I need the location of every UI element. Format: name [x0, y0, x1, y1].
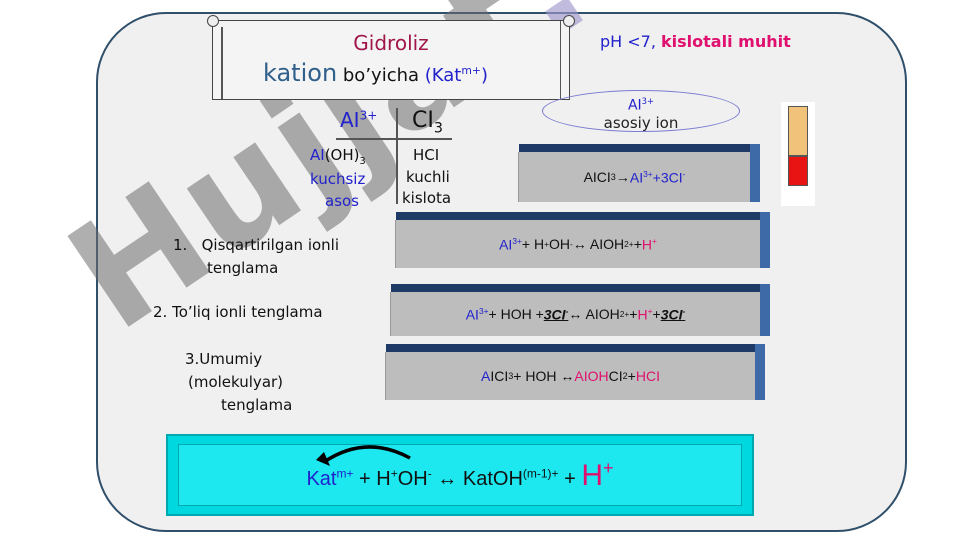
general-equation: Katm+ + H+OH- ↔ KatOH(m-1)+ + H+	[306, 458, 614, 492]
table-divider-vertical	[396, 108, 398, 204]
table-acid-formula: HCI	[413, 146, 440, 164]
table-head-cation: AI3+	[340, 108, 378, 132]
step3-label: 3.Umumiy	[185, 350, 263, 368]
step3-label-end: tenglama	[221, 396, 293, 414]
general-equation-box: Katm+ + H+OH- ↔ KatOH(m-1)+ + H+	[166, 434, 754, 516]
step3-label-cont: (molekulyar)	[188, 373, 284, 391]
title-gidroliz: Gidroliz	[353, 31, 429, 55]
indicator-top	[788, 106, 808, 156]
ph-label: pH <7, kislotali muhit	[600, 32, 791, 51]
curved-arrow-icon-large	[316, 445, 411, 466]
table-base-strength: kuchsiz	[310, 170, 366, 188]
step2-label: 2. To’liq ionli tenglama	[153, 303, 323, 321]
table-acid-type: kislota	[402, 189, 452, 207]
title-kation: kation bo’yicha (Katm+)	[263, 59, 488, 87]
title-scroll: Gidroliz kation bo’yicha (Katm+)	[207, 15, 575, 100]
scroll-roll-right	[559, 21, 561, 99]
table-acid-strength: kuchli	[406, 168, 450, 186]
table-head-anion: CI3	[412, 108, 443, 137]
indicator-bottom	[788, 156, 808, 186]
ph-indicator-icon	[781, 102, 815, 206]
table-base-formula: AI(OH)3	[310, 146, 366, 167]
table-base-type: asos	[325, 192, 359, 210]
scroll-roll-left	[221, 27, 223, 99]
table-divider-horizontal	[336, 138, 452, 140]
step1-label-cont: tenglama	[207, 259, 279, 277]
step1-label: 1. Qisqartirilgan ionli	[173, 236, 340, 254]
main-ion-ellipse: AI3+ asosiy ion	[542, 90, 740, 132]
